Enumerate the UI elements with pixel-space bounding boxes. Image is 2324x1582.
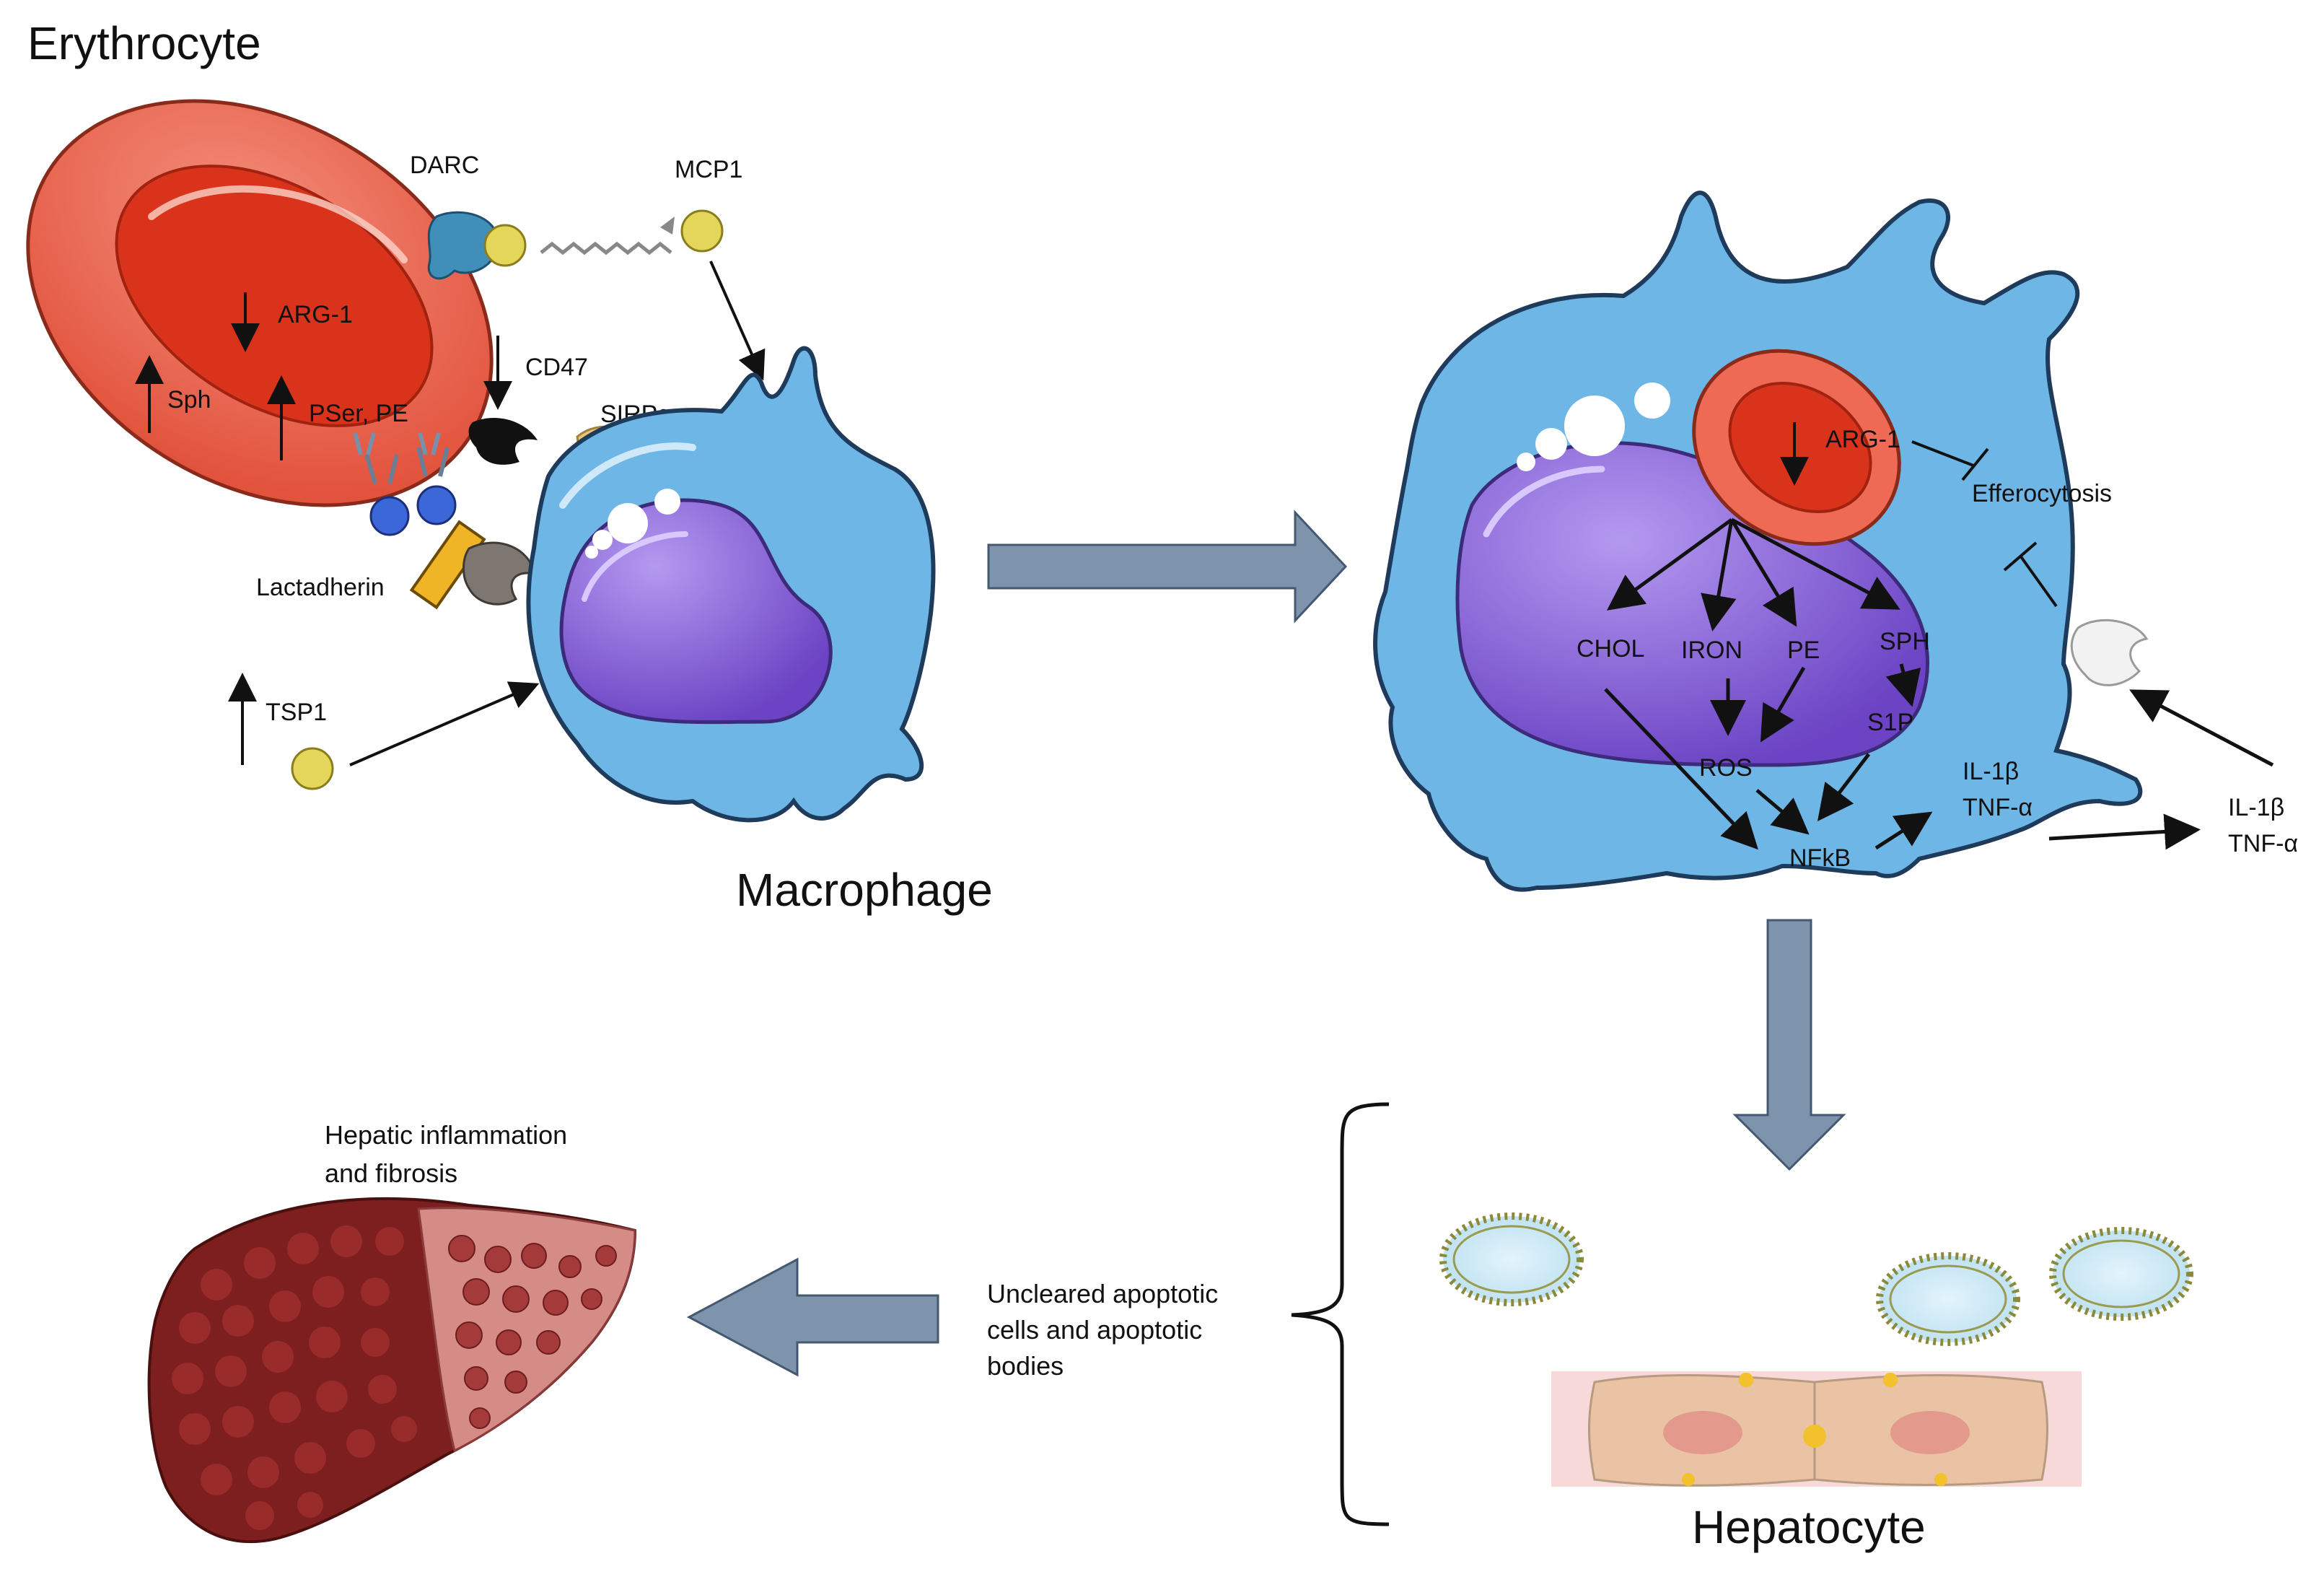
mcp1-release-wavy-arrow (540, 241, 672, 255)
cleaved-receptor-icon (2070, 619, 2149, 686)
tsp1-to-macrophage-arrow (349, 681, 540, 766)
tsp1-label: TSP1 (266, 699, 327, 726)
group-brace (1291, 1102, 1390, 1526)
pe-label: PE (1787, 637, 1820, 664)
big-arrow-right (987, 510, 1348, 624)
mcp1-ligand-icon (680, 209, 724, 253)
signaling-arrows (1604, 517, 2201, 850)
hepatocyte-title: Hepatocyte (1692, 1501, 1926, 1553)
uncleared-line-3: bodies (987, 1351, 1064, 1381)
tnfa-inner-label: TNF-α (1963, 794, 2033, 821)
big-arrow-left (686, 1257, 939, 1377)
hepatic-label-line-1: Hepatic inflammation (325, 1120, 567, 1150)
iron-label: IRON (1681, 637, 1742, 664)
macrophage-cell-right (1373, 191, 2143, 892)
cd47-label: CD47 (525, 354, 588, 381)
hepatic-label-line-2: and fibrosis (325, 1158, 457, 1188)
ps-receptor-icons (353, 432, 457, 536)
darc-receptor-icon (427, 211, 527, 280)
ros-label: ROS (1699, 754, 1753, 782)
cd47-receptor-icon (468, 418, 538, 465)
erythrocyte-cell (26, 99, 494, 507)
apoptotic-bodies (1439, 1212, 2193, 1346)
lactadherin-label: Lactadherin (256, 574, 385, 601)
receptor-inhibits-line (2019, 554, 2058, 608)
chol-label: CHOL (1577, 635, 1644, 663)
erythrocyte-title: Erythrocyte (27, 17, 261, 69)
arg1-label-right: ARG-1 (1825, 426, 1900, 453)
fibrotic-liver-illustration (147, 1197, 637, 1544)
tnfa-outer-label: TNF-α (2228, 830, 2298, 857)
arg1-inhibit-bar (1961, 447, 1989, 481)
cytokine-to-receptor-arrow (2129, 689, 2274, 767)
hepatocyte-cells (1551, 1371, 2082, 1487)
macrophage-title: Macrophage (736, 864, 993, 916)
engulfed-erythrocyte (1692, 349, 1901, 546)
uncleared-line-2: cells and apoptotic (987, 1315, 1202, 1345)
receptor-inhibit-bar (2003, 541, 2038, 572)
integrin-receptor-icon (462, 541, 535, 606)
mcp1-label: MCP1 (675, 156, 742, 183)
s1p-label: S1P (1867, 709, 1913, 736)
il1b-outer-label: IL-1β (2228, 794, 2284, 821)
pser-pe-label: PSer, PE (309, 400, 408, 427)
big-arrow-down (1732, 919, 1846, 1171)
nfkb-label: NFkB (1789, 844, 1851, 872)
sph-upper-label: SPH (1880, 628, 1930, 655)
il1b-inner-label: IL-1β (1963, 758, 2019, 785)
macrophage-cell-left (526, 346, 936, 823)
lactadherin-bridge-icon (409, 520, 486, 610)
efferocytosis-label: Efferocytosis (1972, 480, 2112, 507)
arg1-inhibits-line (1911, 440, 1974, 467)
mcp1-to-macrophage-arrow (709, 261, 766, 381)
arg1-label-left: ARG-1 (278, 301, 353, 328)
darc-label: DARC (410, 152, 479, 179)
wavy-arrow-head (660, 217, 675, 235)
sph-label: Sph (167, 386, 211, 414)
uncleared-line-1: Uncleared apoptotic (987, 1279, 1218, 1308)
tsp1-ligand-icon (291, 747, 334, 790)
